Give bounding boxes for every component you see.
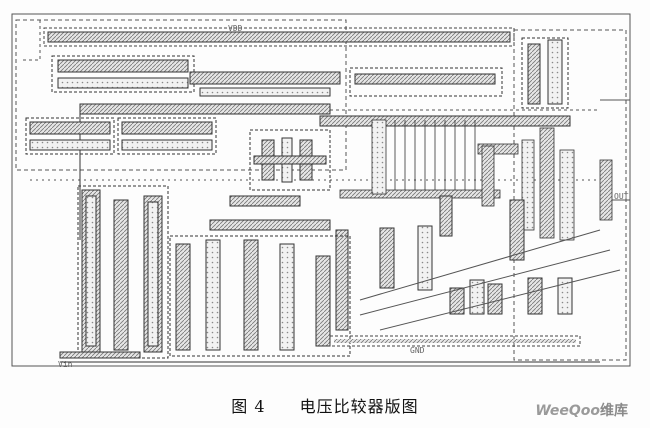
gnd-rail [60,335,600,363]
watermark: WeeQoo维库 [535,400,628,420]
comparator-layout-drawing [11,13,631,367]
vdd-rail [43,27,515,47]
figure-caption: 图 4 电压比较器版图 [0,393,650,417]
lower-middle-transistors [169,219,351,357]
out-label: OUT [614,192,629,201]
gnd-label: GND [410,346,425,355]
lower-right-transistors [359,195,621,331]
watermark-brand: WeeQoo [535,403,600,419]
differential-pair [229,129,331,207]
cell-boundaries [11,13,631,367]
current-mirror-array [339,119,613,241]
upper-device-rows [51,55,503,97]
watermark-brand-cn: 维库 [600,403,628,419]
figure-number: 图 4 [231,397,266,416]
lower-left-transistors [59,185,169,359]
vdd-label: VDD [228,24,243,33]
figure-title: 电压比较器版图 [299,397,419,416]
vin-label: Vin [58,360,73,369]
right-column-devices [521,37,569,109]
